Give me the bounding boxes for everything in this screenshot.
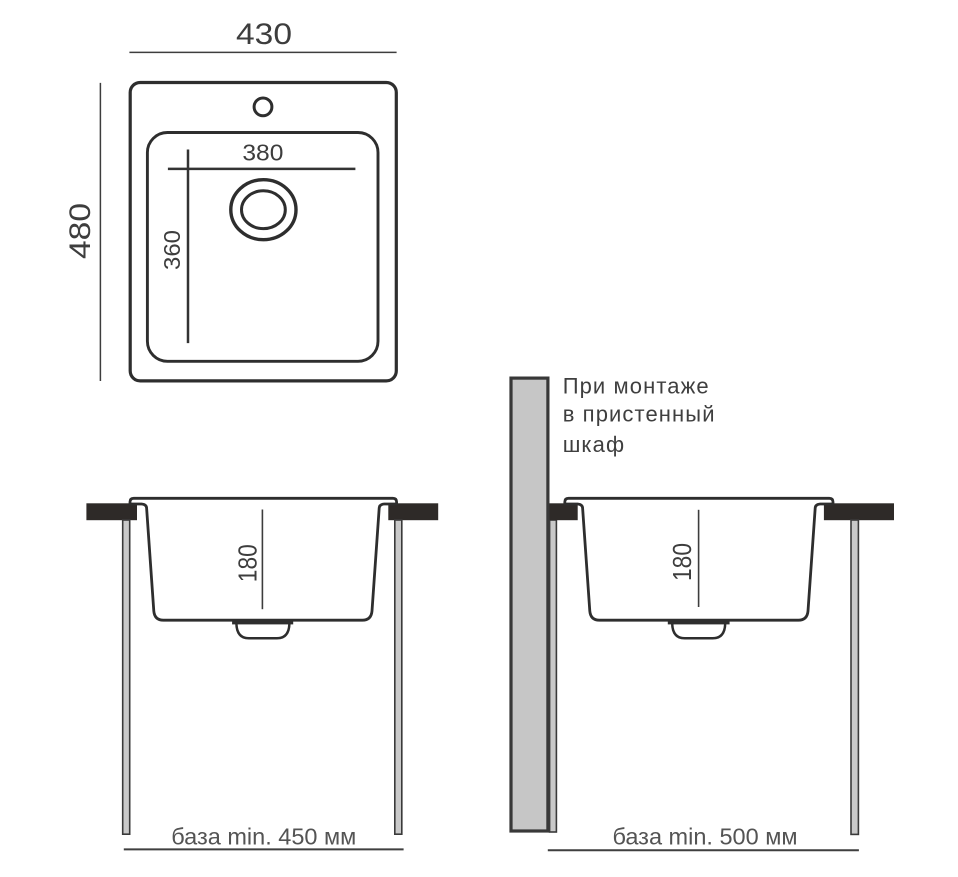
svg-text:180: 180 (233, 544, 263, 582)
svg-text:360: 360 (159, 230, 185, 270)
svg-text:180: 180 (667, 543, 697, 581)
svg-text:база min. 450 мм: база min. 450 мм (171, 823, 356, 849)
svg-text:в пристенный: в пристенный (563, 402, 716, 427)
svg-text:430: 430 (236, 18, 292, 51)
svg-text:480: 480 (64, 203, 97, 259)
svg-text:380: 380 (242, 139, 283, 165)
svg-text:шкаф: шкаф (563, 432, 626, 457)
svg-text:При монтаже: При монтаже (563, 373, 710, 398)
svg-text:база min. 500 мм: база min. 500 мм (612, 823, 797, 849)
